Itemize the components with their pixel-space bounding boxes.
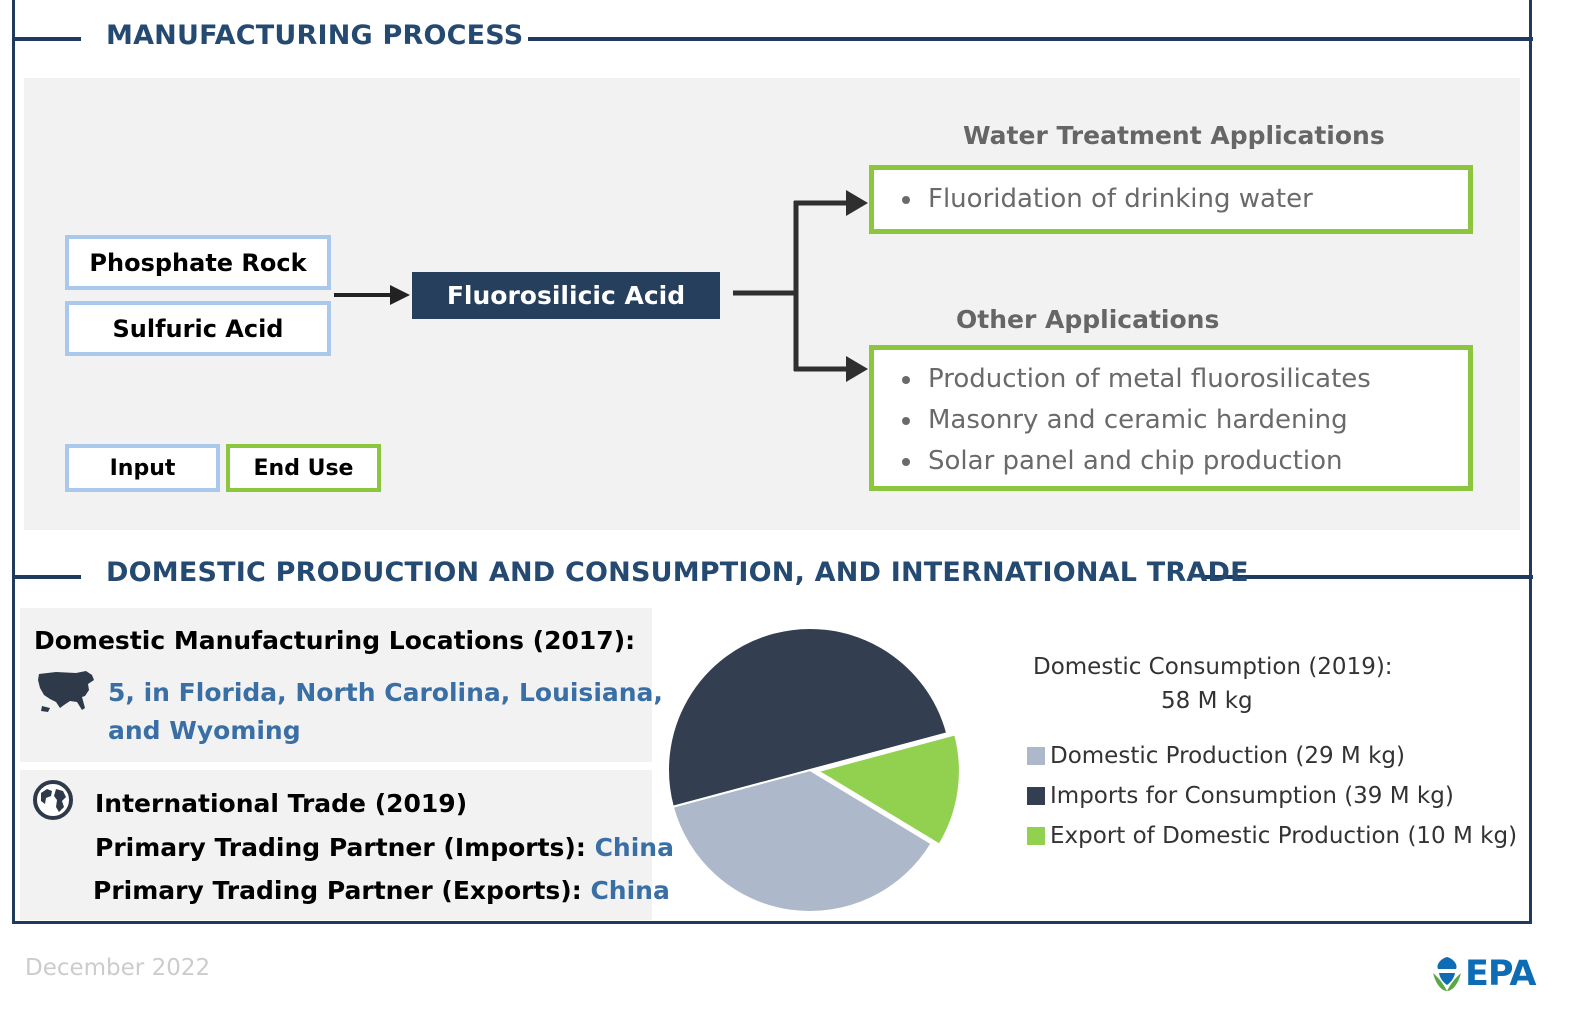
other-application-item: Solar panel and chip production	[874, 441, 1468, 482]
pie-slice-1	[667, 627, 949, 808]
other-applications-heading: Other Applications	[956, 305, 1220, 334]
epa-flower-icon	[1433, 957, 1461, 991]
input-phosphate-rock: Phosphate Rock	[65, 235, 331, 290]
international-trade-panel	[20, 770, 652, 920]
globe-icon	[33, 780, 73, 820]
input-sulfuric-acid: Sulfuric Acid	[65, 301, 331, 356]
water-application-text: Fluoridation of drinking water	[928, 184, 1313, 214]
other-application-text: Solar panel and chip production	[928, 446, 1343, 476]
section-rule-right	[1205, 575, 1533, 579]
water-applications-box: Fluoridation of drinking water	[869, 165, 1473, 234]
exports-partner-label: Primary Trading Partner (Exports):	[93, 876, 582, 905]
other-applications-box: Production of metal fluorosilicates Maso…	[869, 345, 1473, 491]
legend-swatch	[1027, 747, 1045, 765]
domestic-locations-panel	[20, 608, 652, 762]
legend-input: Input	[65, 444, 220, 492]
legend-end-use: End Use	[226, 444, 381, 492]
legend-swatch	[1027, 787, 1045, 805]
bullet-icon	[902, 196, 910, 204]
legend-label: Export of Domestic Production (10 M kg)	[1050, 823, 1518, 849]
consumption-pie-chart	[667, 627, 961, 913]
legend-label: Domestic Production (29 M kg)	[1050, 743, 1405, 769]
other-application-text: Production of metal fluorosilicates	[928, 364, 1371, 394]
legend-entry-domestic-production: Domestic Production (29 M kg)	[1027, 736, 1517, 776]
chart-subtitle: 58 M kg	[1161, 688, 1253, 714]
section-rule-left	[15, 575, 81, 579]
domestic-locations-line1: 5, in Florida, North Carolina, Louisiana…	[108, 678, 663, 707]
other-application-item: Masonry and ceramic hardening	[874, 400, 1468, 441]
legend-entry-exports: Export of Domestic Production (10 M kg)	[1027, 816, 1517, 856]
legend-label: Imports for Consumption (39 M kg)	[1050, 783, 1454, 809]
other-application-text: Masonry and ceramic hardening	[928, 405, 1348, 435]
exports-partner-value: China	[590, 876, 670, 905]
pie-slice-0	[671, 768, 933, 913]
legend-entry-imports: Imports for Consumption (39 M kg)	[1027, 776, 1517, 816]
exports-partner-row: Primary Trading Partner (Exports): China	[93, 876, 670, 905]
domestic-locations-heading: Domestic Manufacturing Locations (2017):	[34, 626, 636, 655]
water-applications-heading: Water Treatment Applications	[963, 121, 1385, 150]
chart-title: Domestic Consumption (2019):	[1033, 654, 1393, 680]
epa-logo-text: EPA	[1465, 954, 1536, 994]
imports-partner-row: Primary Trading Partner (Imports): China	[95, 833, 674, 862]
manufacturing-section-title: MANUFACTURING PROCESS	[106, 20, 524, 51]
bullet-icon	[902, 417, 910, 425]
domestic-locations-line2: and Wyoming	[108, 716, 301, 745]
water-application-item: Fluoridation of drinking water	[874, 179, 1468, 220]
section-rule-left	[15, 37, 81, 41]
imports-partner-label: Primary Trading Partner (Imports):	[95, 833, 586, 862]
bullet-icon	[902, 458, 910, 466]
epa-logo: EPA	[1430, 954, 1536, 994]
imports-partner-value: China	[594, 833, 674, 862]
trade-section-title: DOMESTIC PRODUCTION AND CONSUMPTION, AND…	[106, 557, 1249, 588]
us-map-icon	[38, 671, 94, 712]
publication-date: December 2022	[25, 955, 211, 981]
pie-slice-2	[815, 733, 961, 846]
outer-frame	[12, 0, 1532, 924]
bullet-icon	[902, 376, 910, 384]
section-rule-right	[528, 37, 1533, 41]
legend-swatch	[1027, 827, 1045, 845]
chart-legend: Domestic Production (29 M kg) Imports fo…	[1027, 736, 1517, 856]
product-fluorosilicic-acid: Fluorosilicic Acid	[412, 272, 720, 319]
other-application-item: Production of metal fluorosilicates	[874, 359, 1468, 400]
international-trade-heading: International Trade (2019)	[95, 789, 468, 818]
